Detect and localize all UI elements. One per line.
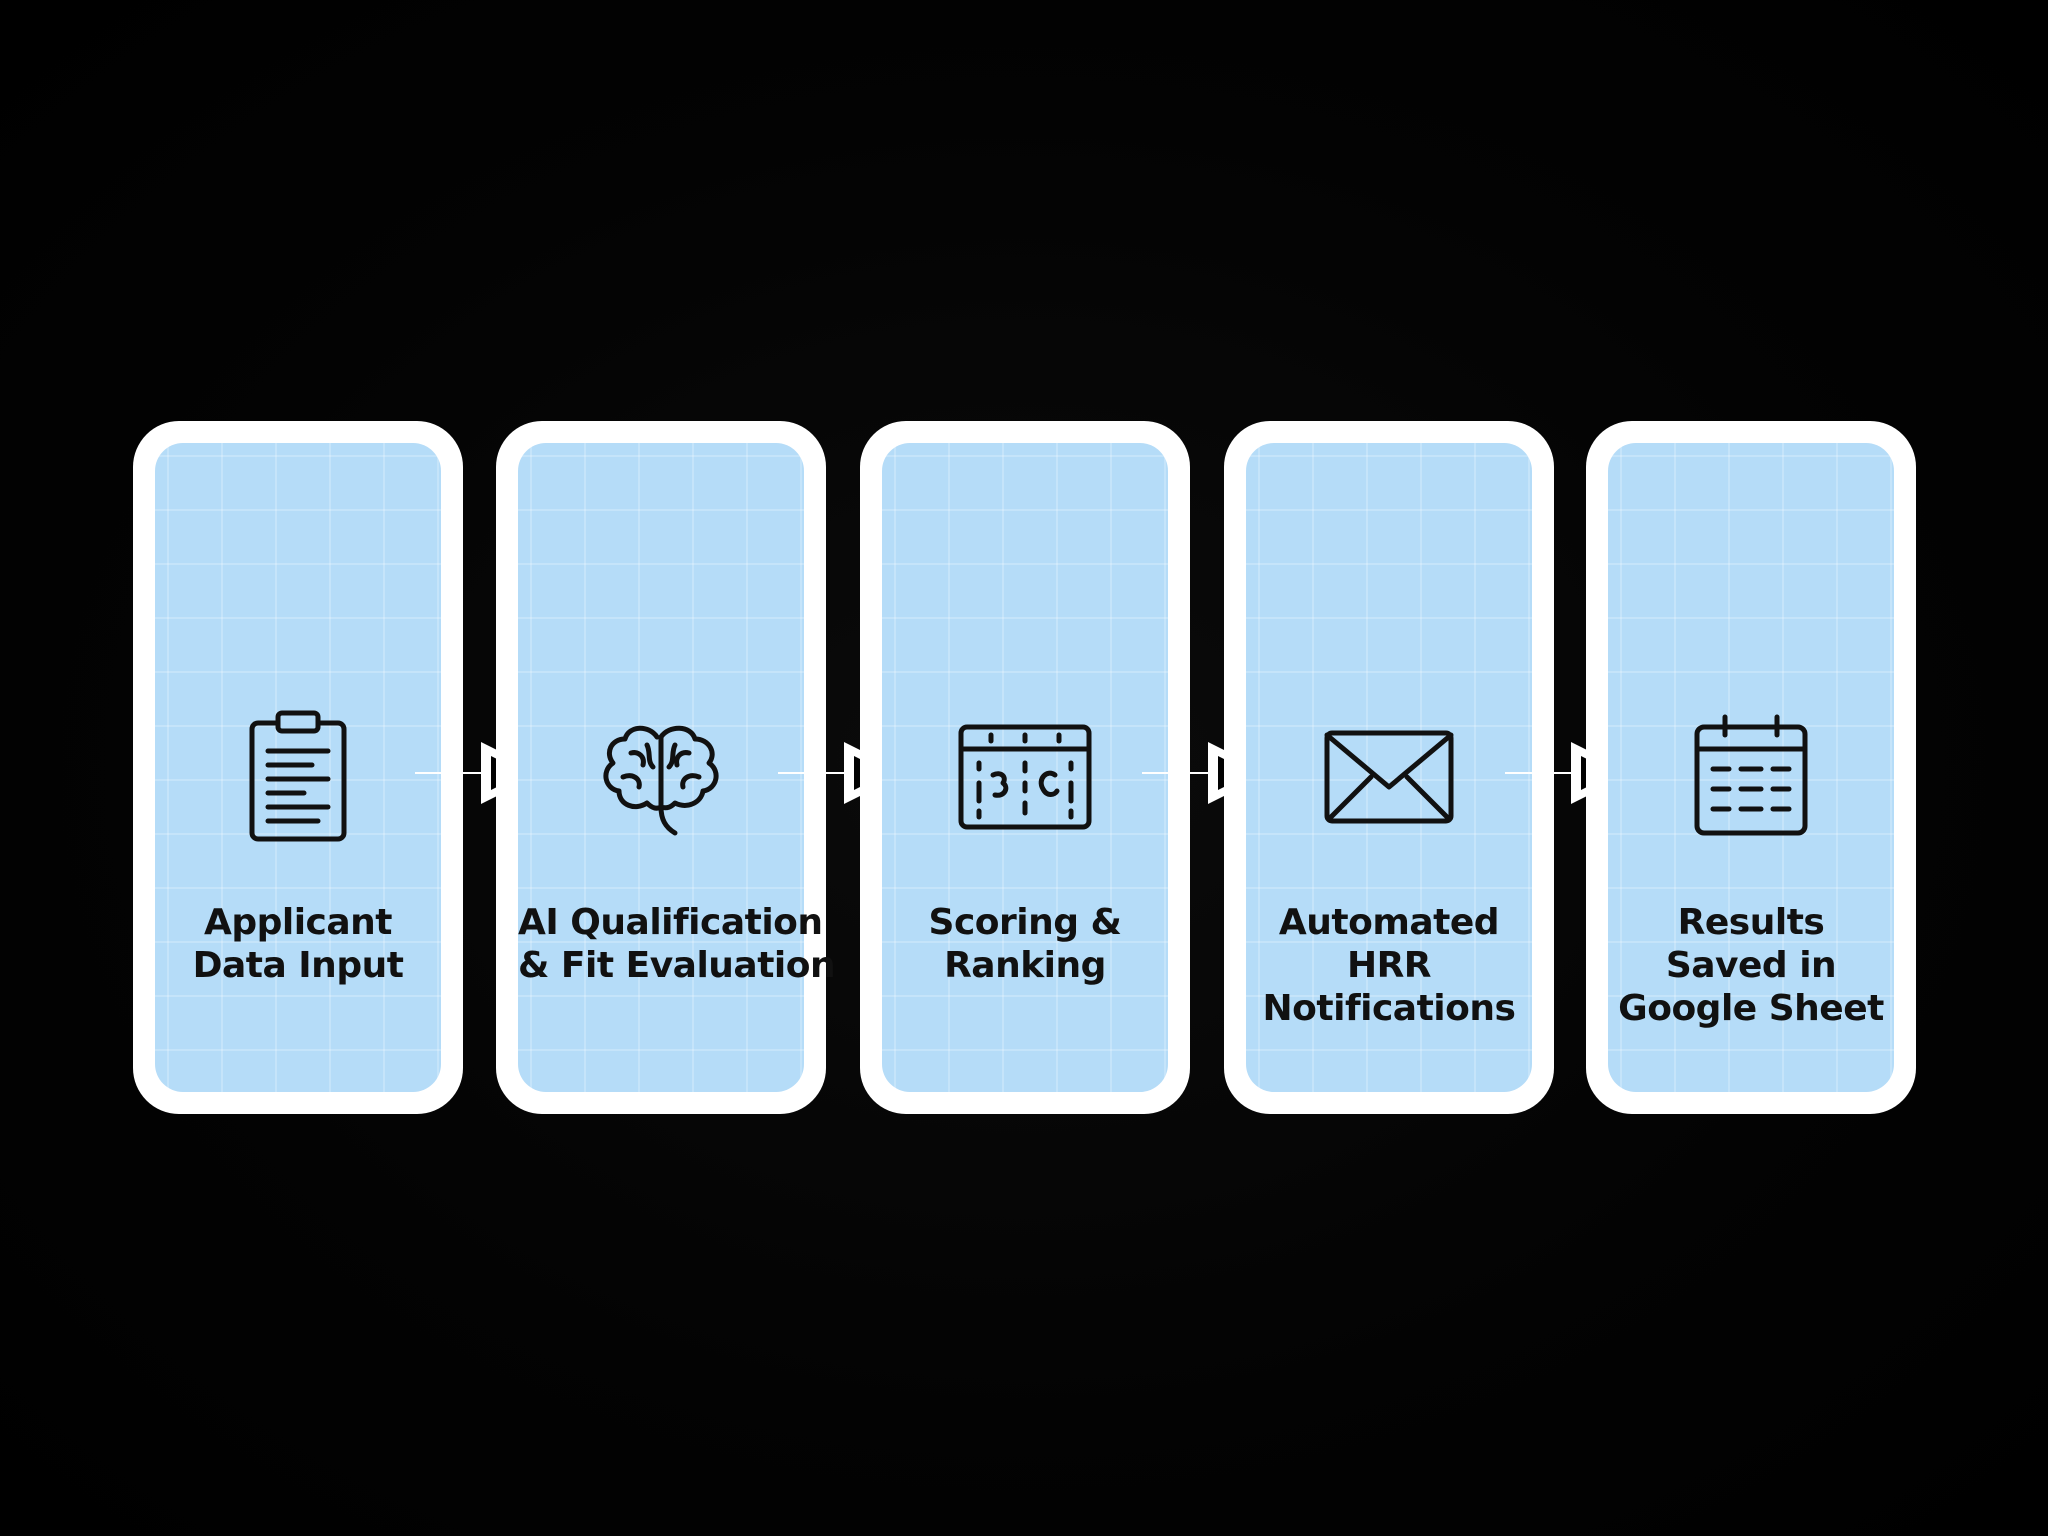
step-label-line: Saved in	[1665, 945, 1837, 986]
step-label-line: Ranking	[944, 945, 1106, 986]
step-label-line: Google Sheet	[1618, 988, 1884, 1029]
step-card-results-saved: Results Saved in Google Sheet	[1586, 421, 1916, 1114]
brain-icon	[591, 707, 731, 847]
step-label: Automated HRR Notifications	[1246, 901, 1532, 1030]
step-label: Scoring & Ranking	[882, 901, 1168, 987]
step-label-line: Applicant	[203, 902, 393, 943]
calendar-icon	[1681, 707, 1821, 847]
step-label-line: Automated	[1278, 902, 1500, 943]
step-label-line: Results	[1677, 902, 1825, 943]
scoreboard-icon	[955, 707, 1095, 847]
step-card-applicant-data-input: Applicant Data Input	[133, 421, 463, 1114]
step-label-line: Scoring &	[928, 902, 1122, 943]
step-label: Applicant Data Input	[155, 901, 441, 987]
envelope-icon	[1319, 707, 1459, 847]
step-card-panel: Results Saved in Google Sheet	[1608, 443, 1894, 1092]
step-label: AI Qualification & Fit Evaluation	[518, 901, 836, 987]
step-card-panel: Scoring & Ranking	[882, 443, 1168, 1092]
step-card-automated-notifications: Automated HRR Notifications	[1224, 421, 1554, 1114]
step-card-panel: AI Qualification & Fit Evaluation	[518, 443, 836, 1092]
step-card-ai-qualification: AI Qualification & Fit Evaluation	[496, 421, 836, 1114]
step-label-line: AI Qualification	[518, 902, 823, 943]
step-label: Results Saved in Google Sheet	[1608, 901, 1894, 1030]
step-card-panel: Automated HRR Notifications	[1246, 443, 1532, 1092]
clipboard-icon	[228, 707, 368, 847]
step-label-line: Data Input	[192, 945, 404, 986]
step-card-scoring-ranking: Scoring & Ranking	[860, 421, 1190, 1114]
step-label-line: & Fit Evaluation	[518, 945, 836, 986]
step-label-line: Notifications	[1262, 988, 1516, 1029]
step-label-line: HRR	[1346, 945, 1432, 986]
step-card-panel: Applicant Data Input	[155, 443, 441, 1092]
